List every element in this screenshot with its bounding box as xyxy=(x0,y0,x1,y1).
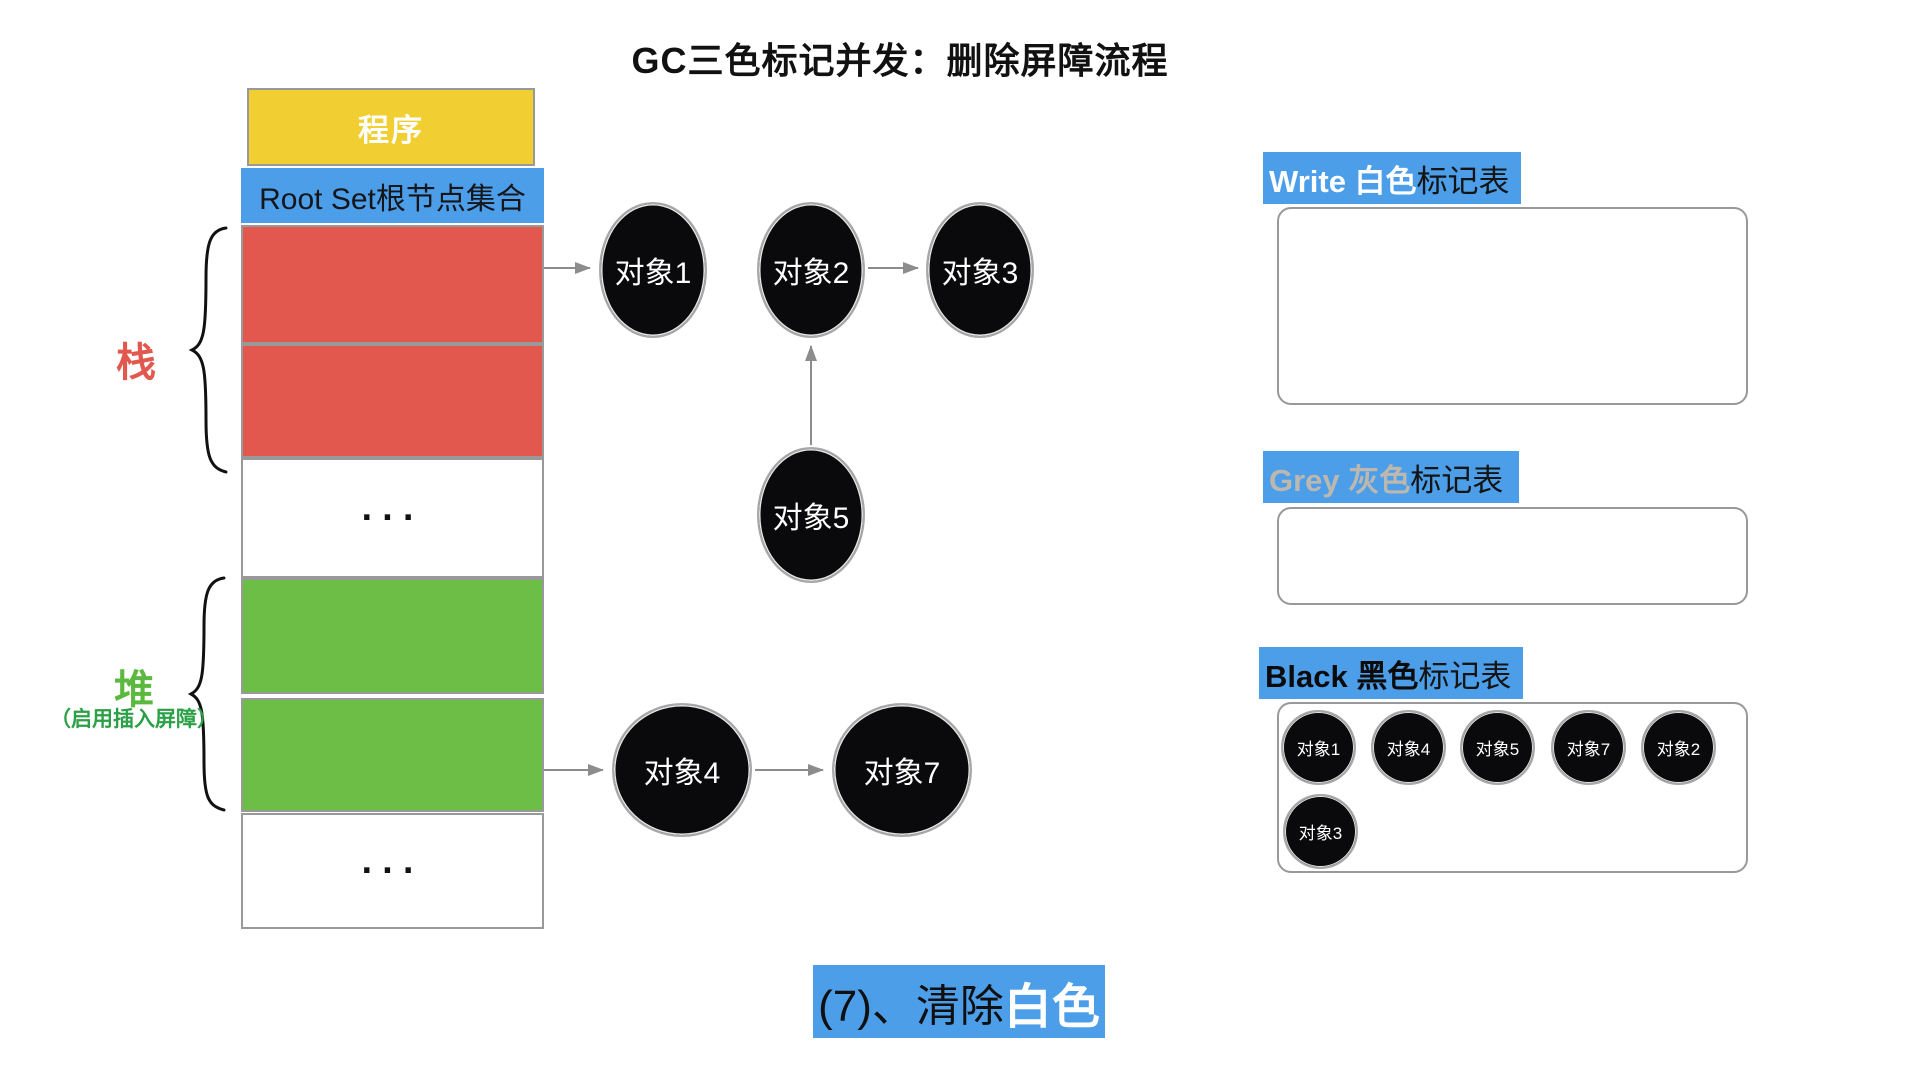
root-set-box: Root Set根节点集合 xyxy=(241,168,544,223)
heap-insert-barrier-note: （启用插入屏障） xyxy=(50,708,218,731)
object-node-3: 对象3 xyxy=(926,202,1034,338)
stack-brace xyxy=(188,226,228,474)
black-table-item: 对象7 xyxy=(1551,710,1626,785)
white-table-header-suffix: 标记表 xyxy=(1416,163,1510,199)
diagram-title: GC三色标记并发：删除屏障流程 xyxy=(631,40,1169,81)
black-table-item: 对象1 xyxy=(1281,710,1356,785)
stack-cell-red-2 xyxy=(241,344,544,458)
heap-ellipsis-cell: ··· xyxy=(241,813,544,929)
heap-cell-green-2 xyxy=(241,698,544,812)
heap-label: 堆 xyxy=(114,668,154,712)
white-mark-table-header: Write 白色标记表 xyxy=(1263,152,1521,204)
stack-ellipsis-cell: ··· xyxy=(241,458,544,578)
object-node-4: 对象4 xyxy=(612,703,752,837)
grey-mark-table-header: Grey 灰色标记表 xyxy=(1263,451,1519,503)
footer-step-highlight: 白色 xyxy=(1003,980,1100,1034)
black-table-item: 对象2 xyxy=(1641,710,1716,785)
heap-brace xyxy=(187,576,226,812)
stack-cell-red-1 xyxy=(241,225,544,344)
grey-mark-table-box xyxy=(1277,507,1748,605)
black-table-item: 对象4 xyxy=(1371,710,1446,785)
black-table-header-prefix: Black 黑色 xyxy=(1265,658,1419,694)
grey-table-header-prefix: Grey 灰色 xyxy=(1269,462,1411,498)
black-table-item: 对象5 xyxy=(1460,710,1535,785)
black-mark-table-header: Black 黑色标记表 xyxy=(1259,647,1523,699)
black-table-item: 对象3 xyxy=(1283,794,1358,869)
white-table-header-prefix: Write 白色 xyxy=(1269,163,1417,199)
stack-label: 栈 xyxy=(116,341,156,385)
program-box: 程序 xyxy=(247,88,535,166)
white-mark-table-box xyxy=(1277,207,1748,405)
footer-step-text: (7)、清除 xyxy=(818,981,1004,1031)
heap-cell-green-1 xyxy=(241,578,544,694)
black-table-header-suffix: 标记表 xyxy=(1418,658,1512,694)
object-node-5: 对象5 xyxy=(757,447,865,583)
grey-table-header-suffix: 标记表 xyxy=(1410,462,1504,498)
object-node-2: 对象2 xyxy=(757,202,865,338)
object-node-7: 对象7 xyxy=(832,703,972,837)
object-node-1: 对象1 xyxy=(599,202,707,338)
footer-step-label: (7)、清除白色 xyxy=(813,965,1105,1038)
